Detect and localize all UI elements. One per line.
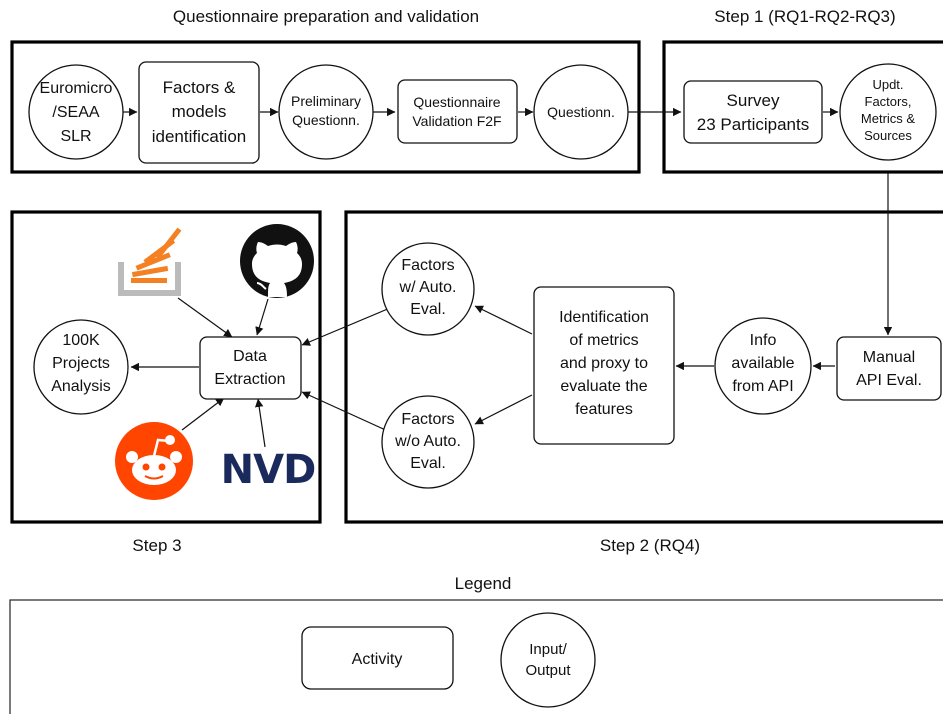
svg-text:Questionnaire: Questionnaire: [413, 94, 500, 110]
svg-text:w/o Auto.: w/o Auto.: [394, 433, 461, 450]
svg-text:Validation F2F: Validation F2F: [412, 113, 501, 129]
step3-section-title: Step 3: [132, 536, 181, 555]
svg-text:Analysis: Analysis: [51, 378, 111, 395]
svg-text:API Eval.: API Eval.: [856, 372, 922, 389]
edge-noauto-extraction: [301, 391, 391, 433]
svg-text:of metrics: of metrics: [569, 332, 638, 349]
step2-frame: [344, 210, 943, 524]
svg-text:Manual: Manual: [863, 349, 915, 366]
factors-auto-node: Factors w/ Auto. Eval.: [381, 242, 475, 336]
identification-node: Identification of metrics and proxy to e…: [533, 286, 675, 445]
legend-frame: [9, 599, 943, 714]
svg-text:Questionn.: Questionn.: [292, 112, 360, 128]
edge-nvd-extraction: [254, 398, 266, 448]
svg-text:Factors &: Factors &: [163, 78, 236, 97]
svg-text:from API: from API: [732, 378, 793, 395]
svg-text:Metrics &: Metrics &: [861, 111, 916, 126]
svg-text:models: models: [172, 102, 227, 121]
edge-identification-noauto: [474, 394, 533, 425]
svg-text:Projects: Projects: [52, 355, 110, 372]
svg-text:/SEAA: /SEAA: [52, 104, 99, 121]
euromicro-node: Euromicro /SEAA SLR: [28, 64, 124, 160]
factors-no-auto-node: Factors w/o Auto. Eval.: [381, 395, 475, 489]
svg-text:Factors: Factors: [401, 257, 454, 274]
stackoverflow-icon: [118, 227, 182, 296]
preliminary-node: Preliminary Questionn.: [278, 64, 374, 160]
svg-text:Output: Output: [525, 662, 571, 679]
github-icon: [240, 224, 314, 298]
svg-text:Preliminary: Preliminary: [291, 93, 361, 109]
edge-stackoverflow-extraction: [177, 297, 233, 338]
legend-activity: Activity: [301, 626, 454, 690]
svg-text:evaluate the: evaluate the: [560, 378, 647, 395]
svg-text:NVD: NVD: [221, 447, 316, 493]
svg-text:Questionn.: Questionn.: [547, 104, 615, 120]
questionn-node: Questionn.: [533, 64, 629, 160]
factors-models-node: Factors & models identification: [138, 61, 260, 164]
legend-input-output: Input/ Output: [500, 612, 596, 708]
manual-api-node: Manual API Eval.: [836, 336, 942, 401]
svg-text:Identification: Identification: [559, 309, 649, 326]
svg-text:available: available: [731, 355, 794, 372]
svg-text:Factors,: Factors,: [865, 94, 912, 109]
svg-text:Activity: Activity: [352, 651, 403, 668]
prep-frame: [10, 40, 641, 174]
nvd-icon: NVD: [221, 447, 317, 493]
svg-text:Info: Info: [750, 332, 777, 349]
legend-title: Legend: [455, 574, 512, 593]
svg-text:Sources: Sources: [864, 128, 912, 143]
edge-reddit-extraction: [181, 397, 225, 431]
svg-text:Eval.: Eval.: [410, 301, 446, 318]
svg-text:23 Participants: 23 Participants: [697, 115, 809, 134]
validation-node: Questionnaire Validation F2F: [397, 79, 518, 144]
updt-node: Updt. Factors, Metrics & Sources: [839, 63, 937, 161]
svg-text:Euromicro: Euromicro: [40, 80, 113, 97]
svg-text:Eval.: Eval.: [410, 455, 446, 472]
svg-text:Factors: Factors: [401, 411, 454, 428]
svg-text:w/ Auto.: w/ Auto.: [399, 279, 457, 296]
svg-text:identification: identification: [152, 127, 247, 146]
prep-section-title: Questionnaire preparation and validation: [173, 7, 479, 26]
edge-identification-auto: [474, 305, 533, 335]
svg-text:and proxy to: and proxy to: [560, 355, 648, 372]
step1-frame: [662, 40, 943, 174]
svg-text:features: features: [575, 401, 633, 418]
svg-text:Data: Data: [233, 348, 267, 365]
edge-auto-extraction: [301, 307, 391, 346]
svg-text:Updt.: Updt.: [872, 77, 903, 92]
edge-github-extraction: [255, 298, 269, 336]
step3-frame: [10, 210, 322, 524]
svg-text:SLR: SLR: [60, 128, 91, 145]
info-api-node: Info available from API: [714, 317, 812, 415]
projects-node: 100K Projects Analysis: [33, 319, 129, 415]
step2-section-title: Step 2 (RQ4): [600, 536, 700, 555]
survey-node: Survey 23 Participants: [683, 80, 823, 144]
svg-text:Survey: Survey: [727, 91, 780, 110]
svg-text:Extraction: Extraction: [214, 371, 285, 388]
reddit-icon: [115, 422, 193, 500]
svg-text:Input/: Input/: [529, 641, 567, 658]
data-extraction-node: Data Extraction: [199, 336, 302, 400]
step1-section-title: Step 1 (RQ1-RQ2-RQ3): [714, 7, 895, 26]
svg-text:100K: 100K: [62, 332, 100, 349]
